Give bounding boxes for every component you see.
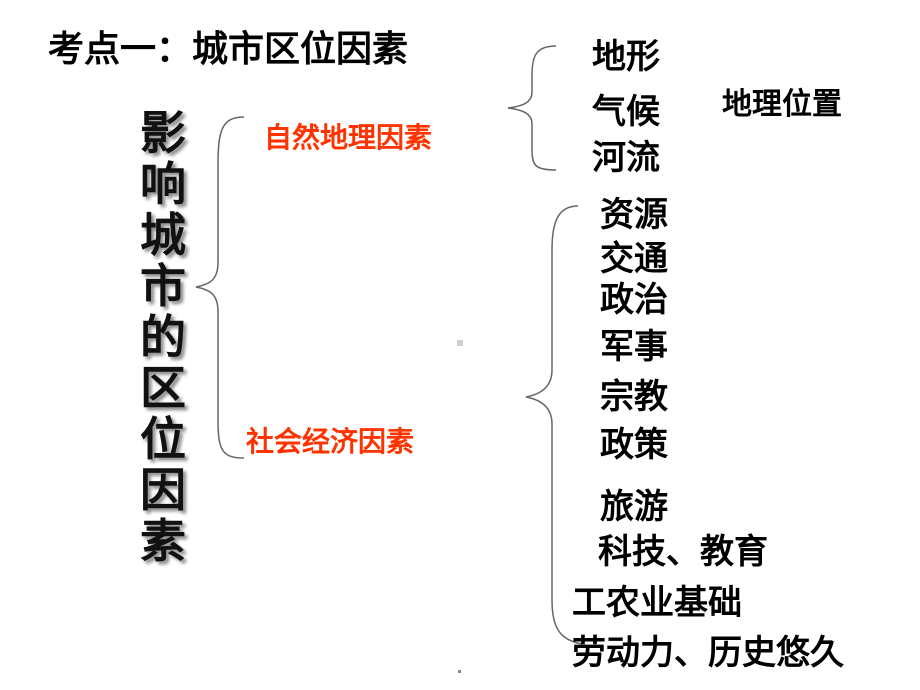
social-factor-transport: 交通 — [600, 239, 668, 279]
page-title: 考点一：城市区位因素 — [48, 29, 409, 70]
social-factor-military: 军事 — [600, 327, 668, 367]
main-brace — [195, 116, 245, 459]
social-factor-tourism: 旅游 — [600, 487, 668, 527]
social-factor-religion: 宗教 — [600, 377, 668, 417]
natural-factor-climate: 气候 — [592, 92, 660, 132]
social-factor-politics: 政治 — [600, 280, 668, 320]
natural-note-geographic-location: 地理位置 — [722, 87, 842, 122]
natural-brace — [507, 45, 557, 171]
social-factor-technology-education: 科技、教育 — [598, 532, 768, 572]
vertical-label: 影响城市的区位因素 — [140, 106, 186, 568]
social-factor-labor-history: 劳动力、历史悠久 — [572, 633, 844, 673]
natural-factor-terrain: 地形 — [592, 37, 660, 77]
decorative-dot — [458, 670, 461, 673]
social-brace — [525, 205, 583, 645]
decorative-dot — [457, 340, 463, 346]
social-factor-industry-agriculture: 工农业基础 — [572, 583, 742, 623]
social-factor-resources: 资源 — [600, 195, 668, 235]
natural-factors-heading: 自然地理因素 — [264, 121, 433, 154]
social-factor-policy: 政策 — [600, 425, 668, 465]
social-factors-heading: 社会经济因素 — [246, 425, 415, 458]
natural-factor-rivers: 河流 — [592, 138, 660, 178]
